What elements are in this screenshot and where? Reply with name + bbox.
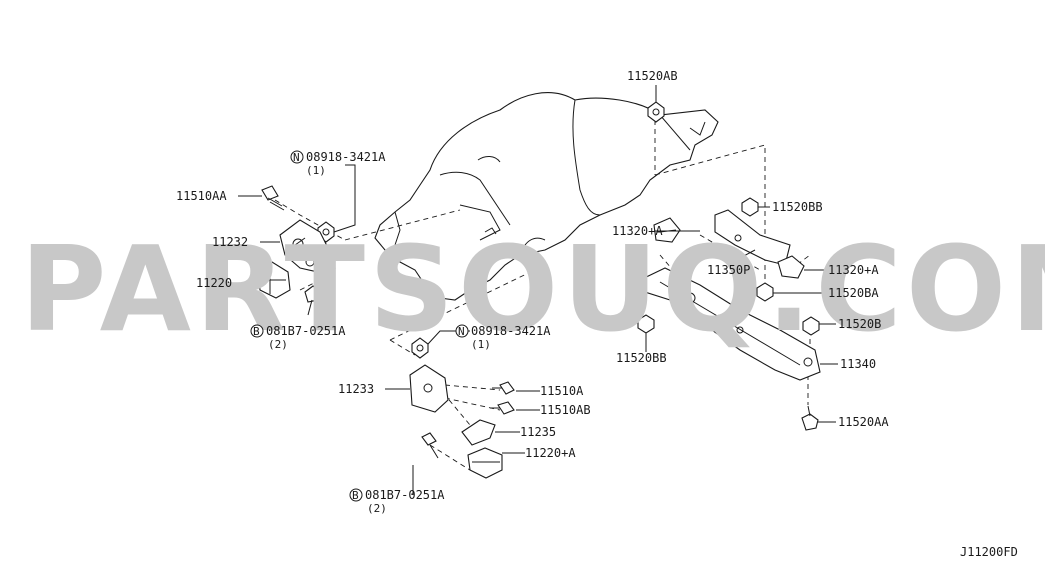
label-11220[interactable]: 11220 <box>196 276 232 290</box>
part-11235[interactable] <box>461 419 496 446</box>
label-081b7-upper[interactable]: 081B7-0251A <box>266 324 346 338</box>
label-08918-lower[interactable]: 08918-3421A <box>471 324 551 338</box>
b-marker-icon <box>250 324 264 338</box>
label-08918-lower-qty: (1) <box>471 338 491 351</box>
crossmember-11340[interactable] <box>639 267 821 381</box>
engine-transmission-assembly <box>374 92 719 301</box>
label-11320a-left[interactable]: 11320+A <box>612 224 663 238</box>
bolt-081b7-lower[interactable] <box>421 432 439 459</box>
label-11320a-right[interactable]: 11320+A <box>828 263 879 277</box>
label-08918-upper[interactable]: 08918-3421A <box>306 150 386 164</box>
nut-11520bb-bottom[interactable] <box>637 314 655 334</box>
bolt-11510aa[interactable] <box>261 185 285 211</box>
bracket-11232[interactable] <box>279 219 336 273</box>
bolt-11510a[interactable] <box>492 381 515 395</box>
label-11520ba[interactable]: 11520BA <box>828 286 879 300</box>
b-marker-letter: B <box>352 489 359 502</box>
watermark: PARTSOUQ.COM <box>20 220 1045 358</box>
label-11350p[interactable]: 11350P <box>707 263 750 277</box>
label-08918-upper-qty: (1) <box>306 164 326 177</box>
bolt-081b7-upper[interactable] <box>304 285 321 316</box>
label-11510a[interactable]: 11510A <box>540 384 584 398</box>
label-081b7-lower[interactable]: 081B7-0251A <box>365 488 445 502</box>
nut-11520b[interactable] <box>802 316 820 336</box>
n-marker-icon <box>290 150 304 164</box>
label-11235[interactable]: 11235 <box>520 425 556 439</box>
n-marker-icon <box>455 324 469 338</box>
part-labels: 11520AB N 08918-3421A (1) 11510AA 11232 … <box>176 69 1018 559</box>
label-11520bb-top[interactable]: 11520BB <box>772 200 823 214</box>
label-11520aa[interactable]: 11520AA <box>838 415 889 429</box>
nut-08918-lower[interactable] <box>411 337 429 359</box>
label-11220a[interactable]: 11220+A <box>525 446 576 460</box>
n-marker-letter: N <box>458 325 465 338</box>
bolt-11510ab[interactable] <box>490 401 515 415</box>
b-marker-icon <box>349 488 363 502</box>
label-081b7-lower-qty: (2) <box>367 502 387 515</box>
bolt-11520aa[interactable] <box>801 405 819 431</box>
label-11340[interactable]: 11340 <box>840 357 876 371</box>
bracket-11233[interactable] <box>409 364 449 413</box>
label-11233[interactable]: 11233 <box>338 382 374 396</box>
label-11520ab[interactable]: 11520AB <box>627 69 678 83</box>
label-11510ab[interactable]: 11510AB <box>540 403 591 417</box>
insulator-11220[interactable] <box>257 261 291 299</box>
nut-11520bb-top[interactable] <box>741 197 759 217</box>
label-11520b[interactable]: 11520B <box>838 317 881 331</box>
label-081b7-upper-qty: (2) <box>268 338 288 351</box>
label-11510aa[interactable]: 11510AA <box>176 189 227 203</box>
label-11232[interactable]: 11232 <box>212 235 248 249</box>
label-11520bb-bottom[interactable]: 11520BB <box>616 351 667 365</box>
b-marker-letter: B <box>253 325 260 338</box>
diagram-code: J11200FD <box>960 545 1018 559</box>
nut-11520ba[interactable] <box>756 282 774 302</box>
n-marker-letter: N <box>293 151 300 164</box>
insulator-11320a-right[interactable] <box>777 255 805 279</box>
insulator-11220a[interactable] <box>467 447 503 479</box>
